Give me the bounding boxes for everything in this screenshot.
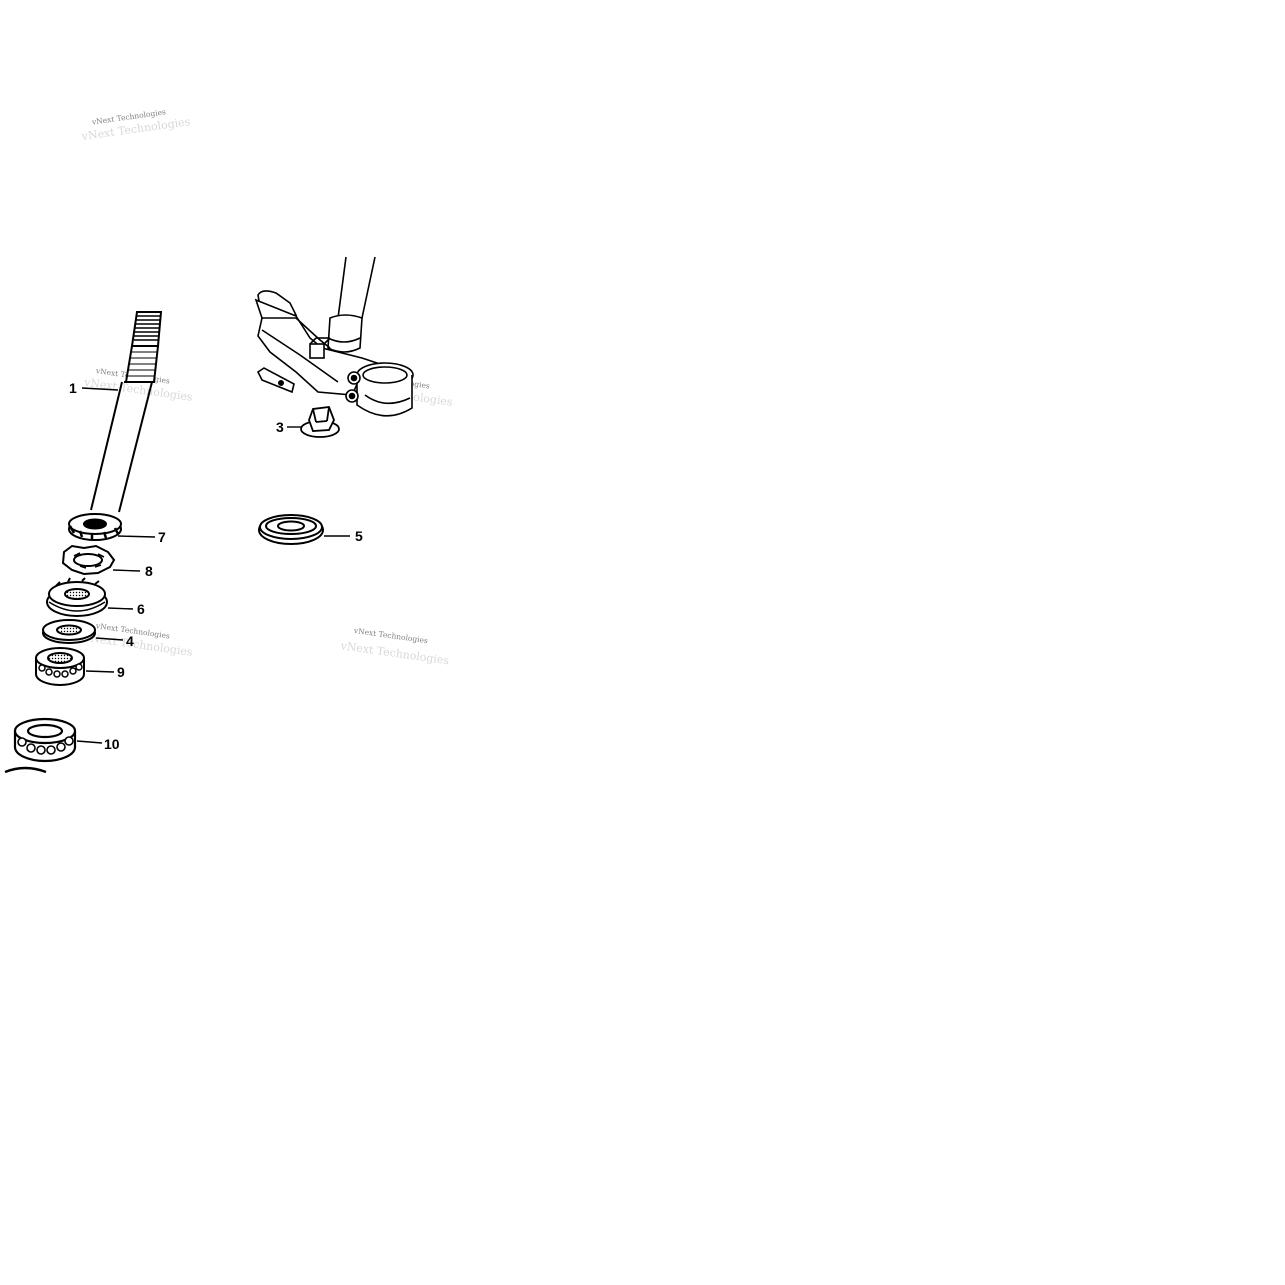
watermark-right: vNext Technologies vNext Technologies xyxy=(339,626,450,668)
callout-6: 6 xyxy=(137,601,145,617)
watermark-top: vNext Technologies vNext Technologies xyxy=(80,107,191,143)
watermark-ghost-text: vNext Technologies xyxy=(339,639,450,667)
leader-lines xyxy=(76,387,350,744)
partial-lower-race xyxy=(4,766,47,774)
watermark-washer: vNext Technologies vNext Technologies xyxy=(82,621,193,659)
part-nut xyxy=(300,406,340,438)
lock-washer xyxy=(61,544,116,576)
leader-line-1 xyxy=(81,387,119,391)
leader-line-4 xyxy=(95,637,124,641)
callout-7: 7 xyxy=(158,529,166,545)
leader-line-9 xyxy=(85,670,115,673)
leader-line-10 xyxy=(76,740,103,744)
dust-seal-washer xyxy=(42,619,96,644)
lower-ball-bearing xyxy=(13,717,77,763)
leader-line-6 xyxy=(107,607,134,610)
callout-10: 10 xyxy=(104,736,120,752)
stem-nut xyxy=(68,513,122,541)
leader-line-7 xyxy=(117,535,156,538)
upper-ball-bearing xyxy=(35,647,85,686)
callout-1: 1 xyxy=(69,380,77,396)
callout-5: 5 xyxy=(355,528,363,544)
bearing-cone-race xyxy=(46,577,108,617)
steering-stem-shaft xyxy=(90,311,163,513)
callout-4: 4 xyxy=(126,633,134,649)
callout-3: 3 xyxy=(276,419,284,435)
callout-9: 9 xyxy=(117,664,125,680)
dust-seal xyxy=(258,514,324,545)
callout-8: 8 xyxy=(145,563,153,579)
steering-stem-bottom-bridge xyxy=(254,256,414,417)
leader-line-8 xyxy=(112,569,141,572)
